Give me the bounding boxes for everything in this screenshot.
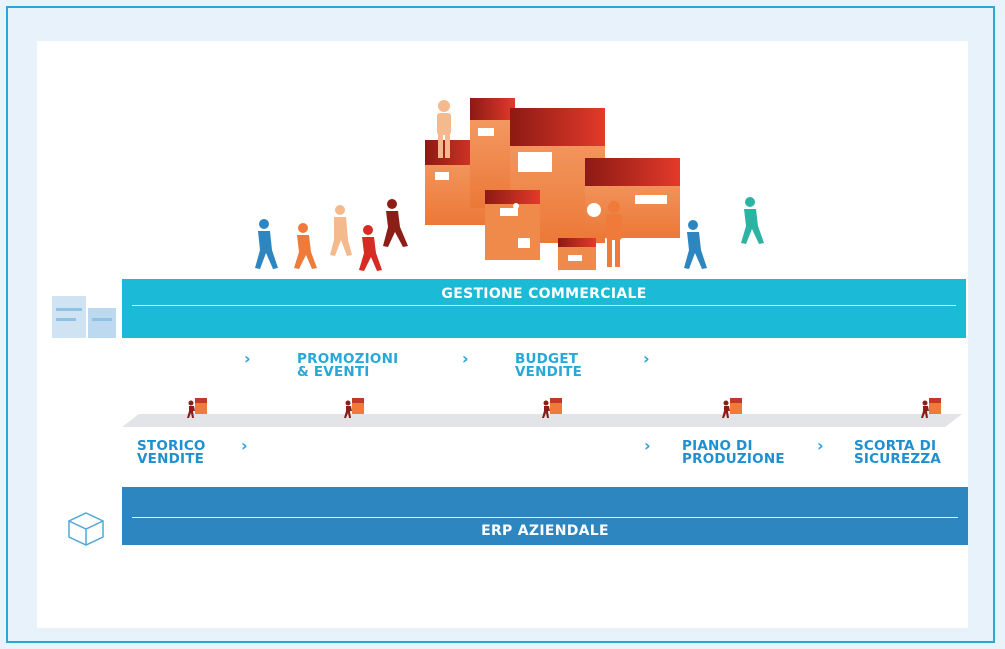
gestione-commerciale-bar: GESTIONE COMMERCIALE <box>122 279 966 338</box>
chevron-right-icon: › <box>643 349 650 368</box>
worker-pushing-box-icon <box>542 398 562 418</box>
step-budget-vendite: BUDGET VENDITE <box>515 351 583 380</box>
erp-aziendale-bar: ERP AZIENDALE <box>122 487 968 545</box>
documents-icon <box>52 296 116 338</box>
step-scorta-di-sicurezza: SCORTA DI SICUREZZA <box>854 438 942 467</box>
worker-pushing-box-icon <box>722 398 742 418</box>
conveyor-belt <box>122 414 962 427</box>
chevron-right-icon: › <box>817 436 824 455</box>
bar-divider <box>132 305 956 306</box>
step-storico-vendite: STORICO VENDITE <box>137 438 206 467</box>
worker-pushing-box-icon <box>921 398 941 418</box>
step-piano-di-produzione: PIANO DI PRODUZIONE <box>682 438 785 467</box>
buildings-people-illustration <box>255 98 764 271</box>
chevron-right-icon: › <box>462 349 469 368</box>
chevron-right-icon: › <box>241 436 248 455</box>
worker-pushing-box-icon <box>344 398 364 418</box>
chevron-right-icon: › <box>644 436 651 455</box>
bar-divider <box>132 517 958 518</box>
gestione-commerciale-label: GESTIONE COMMERCIALE <box>441 286 647 302</box>
erp-aziendale-label: ERP AZIENDALE <box>481 523 609 539</box>
step-promozioni-eventi: PROMOZIONI & EVENTI <box>297 351 399 380</box>
worker-pushing-box-icon <box>187 398 207 418</box>
cube-icon <box>68 512 104 546</box>
chevron-right-icon: › <box>244 349 251 368</box>
